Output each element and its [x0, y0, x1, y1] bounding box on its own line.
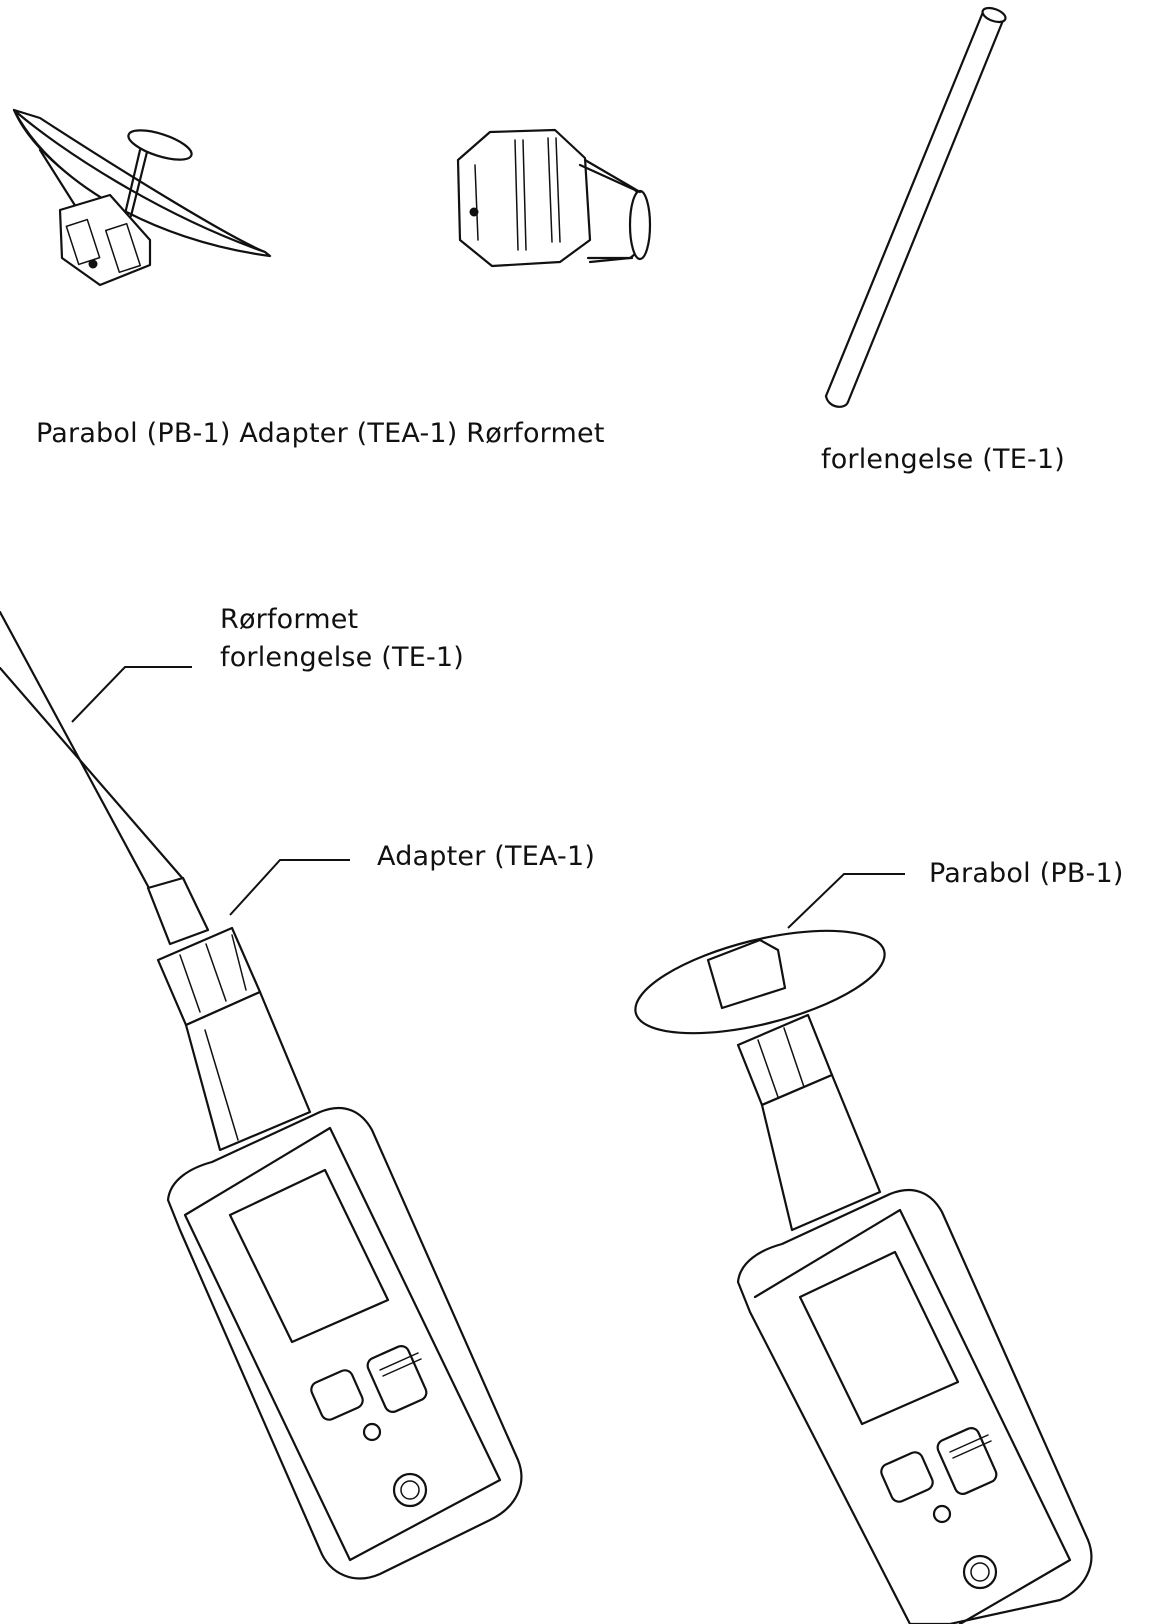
tube-part-drawing — [824, 6, 1007, 408]
leader-lines — [71, 666, 905, 929]
meter-with-tube-assembly — [0, 610, 523, 1580]
top-row-caption: Parabol (PB-1) Adapter (TEA-1) Rørformet — [36, 418, 605, 449]
meter-with-parabol-assembly — [634, 929, 1093, 1624]
tube-caption: forlengelse (TE-1) — [821, 444, 1066, 475]
adapter-callout: Adapter (TEA-1) — [377, 841, 596, 872]
adapter-part-drawing — [456, 128, 652, 268]
tube-callout-line2: forlengelse (TE-1) — [220, 642, 465, 673]
parabol-part-drawing — [12, 108, 272, 287]
tube-callout-line1: Rørformet — [220, 604, 359, 635]
parabol-callout: Parabol (PB-1) — [929, 858, 1124, 889]
